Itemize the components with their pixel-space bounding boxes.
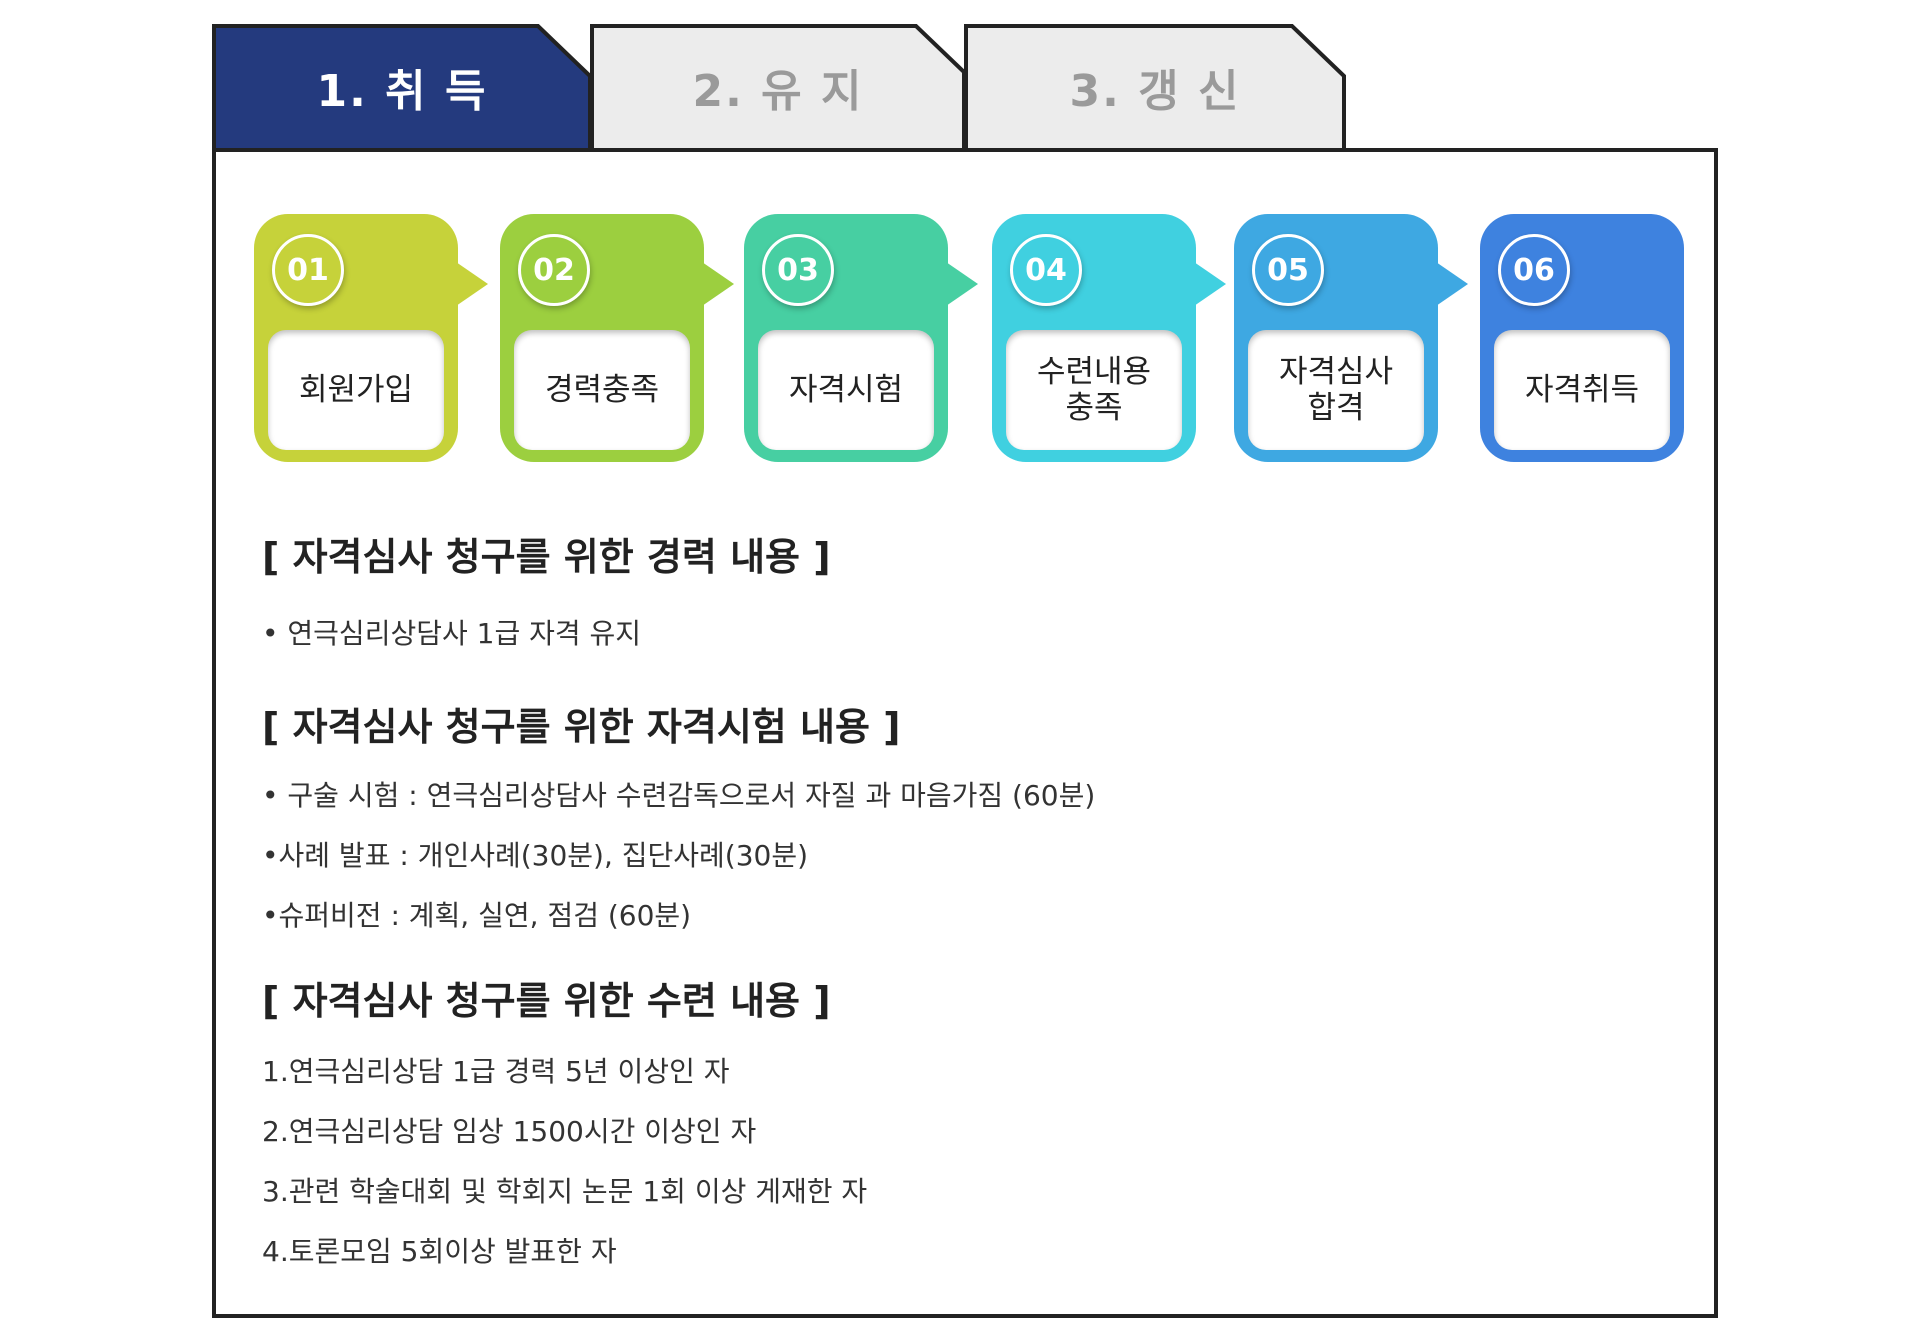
step-arrow-icon bbox=[702, 262, 734, 306]
step-arrow-icon bbox=[1436, 262, 1468, 306]
list-item: • 연극심리상담사 1급 자격 유지 bbox=[262, 617, 642, 650]
step-label: 자격취득 bbox=[1494, 330, 1670, 450]
list-item: 4.토론모임 5회이상 발표한 자 bbox=[262, 1235, 617, 1268]
list-item: 2.연극심리상담 임상 1500시간 이상인 자 bbox=[262, 1115, 757, 1148]
step-qualification-acquired: 06 자격취득 bbox=[1480, 214, 1684, 462]
step-number: 04 bbox=[1010, 234, 1082, 306]
list-item: •사례 발표 : 개인사례(30분), 집단사례(30분) bbox=[262, 839, 809, 872]
step-career-fulfilled: 02 경력충족 bbox=[500, 214, 734, 462]
step-number: 03 bbox=[762, 234, 834, 306]
section-heading-exam: [ 자격심사 청구를 위한 자격시험 내용 ] bbox=[262, 705, 901, 749]
step-arrow-icon bbox=[1194, 262, 1226, 306]
list-item: 1.연극심리상담 1급 경력 5년 이상인 자 bbox=[262, 1055, 730, 1088]
list-item: 3.관련 학술대회 및 학회지 논문 1회 이상 게재한 자 bbox=[262, 1175, 868, 1208]
step-arrow-icon bbox=[456, 262, 488, 306]
tab-label: 3. 갱 신 bbox=[1069, 66, 1241, 117]
step-member-signup: 01 회원가입 bbox=[254, 214, 488, 462]
tab-renewal[interactable]: 3. 갱 신 bbox=[964, 24, 1346, 150]
step-arrow-icon bbox=[946, 262, 978, 306]
step-number: 02 bbox=[518, 234, 590, 306]
section-heading-career: [ 자격심사 청구를 위한 경력 내용 ] bbox=[262, 535, 831, 579]
tab-label: 2. 유 지 bbox=[692, 66, 864, 117]
tab-label: 1. 취 득 bbox=[316, 66, 488, 117]
step-qualification-exam: 03 자격시험 bbox=[744, 214, 978, 462]
tab-acquisition[interactable]: 1. 취 득 bbox=[212, 24, 592, 150]
section-heading-training: [ 자격심사 청구를 위한 수련 내용 ] bbox=[262, 979, 831, 1023]
tab-maintenance[interactable]: 2. 유 지 bbox=[590, 24, 966, 150]
step-number: 01 bbox=[272, 234, 344, 306]
step-label: 자격시험 bbox=[758, 330, 934, 450]
step-number: 05 bbox=[1252, 234, 1324, 306]
list-item: • 구술 시험 : 연극심리상담사 수련감독으로서 자질 과 마음가짐 (60분… bbox=[262, 779, 1096, 812]
list-item: •슈퍼비전 : 계획, 실연, 점검 (60분) bbox=[262, 899, 692, 932]
tab-shape bbox=[964, 24, 1346, 150]
step-number: 06 bbox=[1498, 234, 1570, 306]
step-label: 회원가입 bbox=[268, 330, 444, 450]
step-label: 경력충족 bbox=[514, 330, 690, 450]
